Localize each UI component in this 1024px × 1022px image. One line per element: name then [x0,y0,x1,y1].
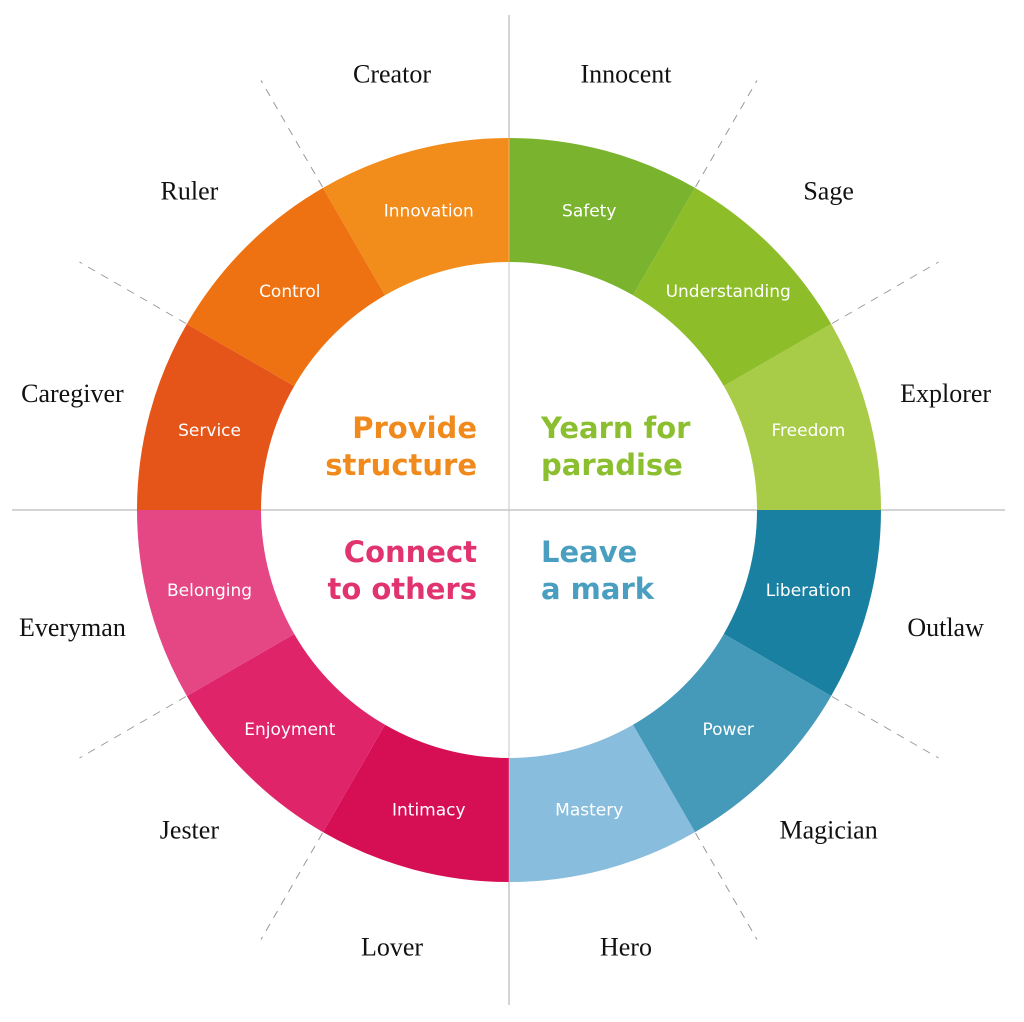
quadrant-title: Provide [352,411,477,445]
archetype-label: Sage [803,176,854,205]
dashed-separator [79,696,187,759]
quadrant-title: Leave [541,535,637,569]
dashed-separator [695,832,758,940]
segment-freedom [723,324,881,510]
quadrant-title: to others [327,572,477,606]
archetype-label: Hero [600,933,652,962]
segment-innovation [323,138,509,296]
segment-label: Safety [562,202,616,222]
archetype-label: Explorer [900,379,991,408]
segment-label: Service [178,421,241,441]
quadrant-title: Connect [344,535,477,569]
archetype-label: Ruler [161,176,219,205]
segment-safety [509,138,695,296]
segment-label: Control [259,282,320,302]
segment-intimacy [323,724,509,882]
segment-understanding [633,187,832,386]
dashed-separator [260,80,323,188]
dashed-separator [695,80,758,188]
archetype-label: Creator [353,59,431,88]
segment-mastery [509,724,695,882]
segment-label: Mastery [555,800,623,820]
segment-liberation [723,510,881,696]
segment-power [633,634,832,833]
dashed-separator [831,696,939,759]
segment-belonging [137,510,295,696]
segment-enjoyment [186,634,385,833]
quadrant-title: paradise [541,448,683,482]
quadrant-title: structure [325,448,477,482]
dashed-separator [831,261,939,324]
archetype-label: Jester [160,816,220,845]
segment-control [186,187,385,386]
archetype-label: Everyman [19,613,126,642]
archetype-label: Magician [780,816,878,845]
segment-label: Freedom [772,421,846,441]
segment-label: Enjoyment [244,720,335,740]
segment-label: Intimacy [392,800,466,820]
segment-service [137,324,295,510]
dashed-separator [260,832,323,940]
quadrant-title: a mark [541,572,655,606]
archetype-label: Caregiver [21,379,124,408]
archetype-label: Outlaw [907,613,984,642]
dashed-separator [79,261,187,324]
segment-label: Belonging [167,581,252,601]
segment-label: Liberation [766,581,851,601]
archetype-label: Innocent [581,59,673,88]
segment-label: Understanding [666,282,791,302]
segment-label: Power [703,720,754,740]
archetype-label: Lover [361,933,423,962]
segment-label: Innovation [384,202,474,222]
quadrant-title: Yearn for [540,411,691,445]
